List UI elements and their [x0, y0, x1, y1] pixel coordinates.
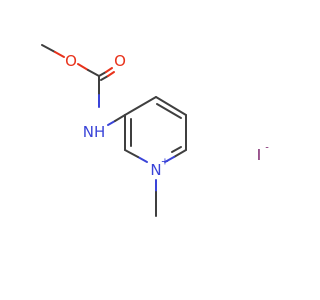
- ring-bond-c6-n: [173, 149, 187, 158]
- ring-bond-n-c2: [124, 149, 139, 158]
- ring-bond-c6-n-inner: [171, 146, 182, 153]
- bond-nh-ring: [114, 114, 126, 122]
- ring-nitrogen-charge: +: [161, 157, 169, 168]
- bond-co-double-b-red: [107, 71, 115, 77]
- bond-nh-ring-blue: [107, 120, 116, 126]
- atom-carbonyl-oxygen: O: [114, 52, 126, 70]
- ring-bond-c3-c4: [124, 96, 157, 116]
- bond-co-double-b: [100, 75, 109, 81]
- molecule-diagram: O O NH N + I -: [41, 44, 269, 217]
- ring-bond-c4-c5-inner: [156, 103, 182, 119]
- ring-bond-c6-n-blue: [164, 156, 175, 163]
- bond-o-carbonylc: [87, 69, 100, 77]
- iodide-charge: -: [265, 143, 269, 154]
- atom-iodide: I: [257, 146, 261, 164]
- ring-bond-n-c2-blue: [137, 156, 148, 163]
- ring-bond-c4-c5: [155, 96, 187, 116]
- atom-nh: NH: [83, 123, 106, 141]
- bond-methyl-o-red: [54, 51, 65, 58]
- bond-o-carbonylc-red: [77, 63, 89, 71]
- atom-ring-nitrogen: N: [150, 161, 161, 179]
- bond-co-double-a-red: [105, 67, 113, 73]
- bond-co-double-a: [98, 71, 107, 77]
- bond-methyl-o: [41, 44, 56, 53]
- atom-ether-oxygen: O: [65, 52, 77, 70]
